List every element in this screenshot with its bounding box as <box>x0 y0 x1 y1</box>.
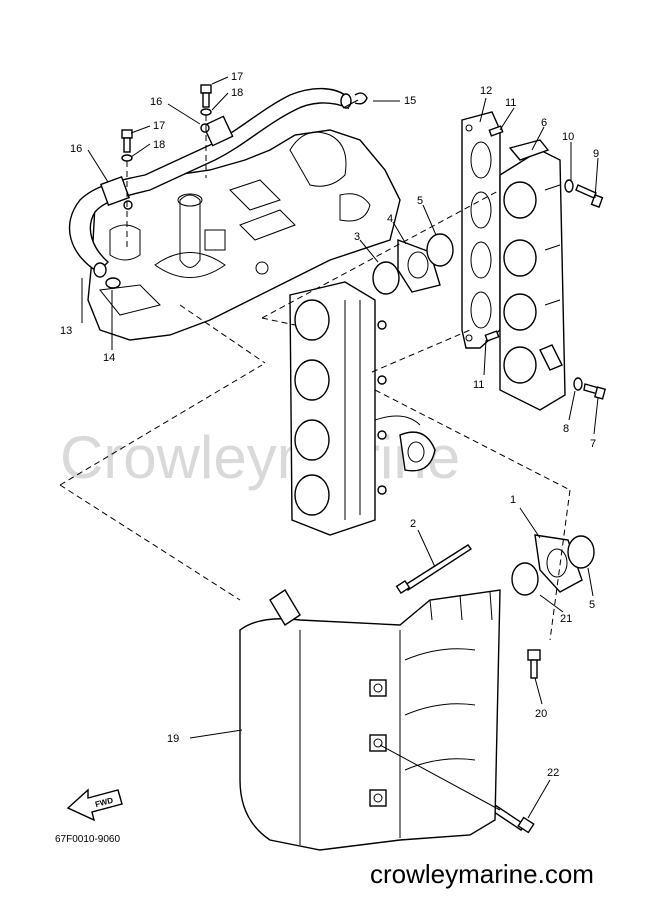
o-ring-21 <box>511 562 539 596</box>
intake-silencer-19 <box>239 589 501 851</box>
dash-line-c <box>374 389 571 491</box>
callout-12: 12 <box>480 85 492 97</box>
callout-20: 20 <box>535 708 547 720</box>
dash-line-h <box>371 329 471 373</box>
callout-15: 15 <box>404 95 416 107</box>
o-ring-3 <box>372 261 400 295</box>
clamp-upper <box>200 115 234 147</box>
bolt-20 <box>527 649 541 679</box>
washer-10 <box>564 179 574 193</box>
dash-line-f <box>549 489 571 641</box>
diagram-code: 67F0010-9060 <box>55 834 120 845</box>
callout-11-upper: 11 <box>505 97 516 109</box>
footer-website: crowleymarine.com <box>370 859 594 889</box>
dowel-pin-lower <box>484 330 500 342</box>
bolt-17-upper <box>200 84 212 178</box>
intake-manifold-6 <box>499 139 566 411</box>
dowel-pin-upper <box>488 125 504 137</box>
callout-16-upper: 16 <box>150 96 162 108</box>
bolt-17-left <box>121 129 133 250</box>
callout-7: 7 <box>590 438 596 450</box>
callout-9: 9 <box>593 148 599 160</box>
clip-14 <box>105 277 121 289</box>
dash-line-b <box>261 317 296 326</box>
callout-10: 10 <box>562 131 574 143</box>
callout-19: 19 <box>167 733 179 745</box>
o-ring-5-upper <box>426 233 454 267</box>
bolt-9 <box>575 184 604 208</box>
callout-18-upper: 18 <box>231 87 243 99</box>
dash-line-d <box>59 364 263 486</box>
watermark: Crowleymarine <box>60 424 460 491</box>
washer-8 <box>573 377 583 391</box>
callout-13: 13 <box>60 325 72 337</box>
callout-6: 6 <box>541 117 547 129</box>
callout-21: 21 <box>560 613 572 625</box>
callout-4: 4 <box>387 213 393 225</box>
callout-11-lower: 11 <box>473 379 484 391</box>
dash-line-g <box>179 304 266 364</box>
clip-15 <box>342 92 368 109</box>
dash-line-a <box>261 189 501 319</box>
callout-16-left: 16 <box>70 143 82 155</box>
o-ring-5-lower <box>567 535 595 569</box>
callout-17-upper: 17 <box>231 71 243 83</box>
carburetor-assembly <box>289 281 436 536</box>
fwd-arrow-icon: FWD <box>66 788 123 822</box>
callout-22: 22 <box>547 767 559 779</box>
dash-line-e <box>59 484 241 601</box>
callout-17-left: 17 <box>153 120 165 132</box>
callout-14: 14 <box>103 352 115 364</box>
callout-3: 3 <box>354 231 360 243</box>
callout-8: 8 <box>563 423 569 435</box>
leader-lines <box>81 76 599 819</box>
callout-2: 2 <box>410 518 416 530</box>
bolt-2 <box>395 544 473 595</box>
callout-18-left: 18 <box>153 139 165 151</box>
callout-5-upper: 5 <box>417 195 423 207</box>
clamp-left <box>100 176 133 210</box>
bolt-7 <box>583 383 607 400</box>
callout-1: 1 <box>510 494 516 506</box>
gasket-12 <box>461 111 501 349</box>
callout-5-lower: 5 <box>589 599 595 611</box>
